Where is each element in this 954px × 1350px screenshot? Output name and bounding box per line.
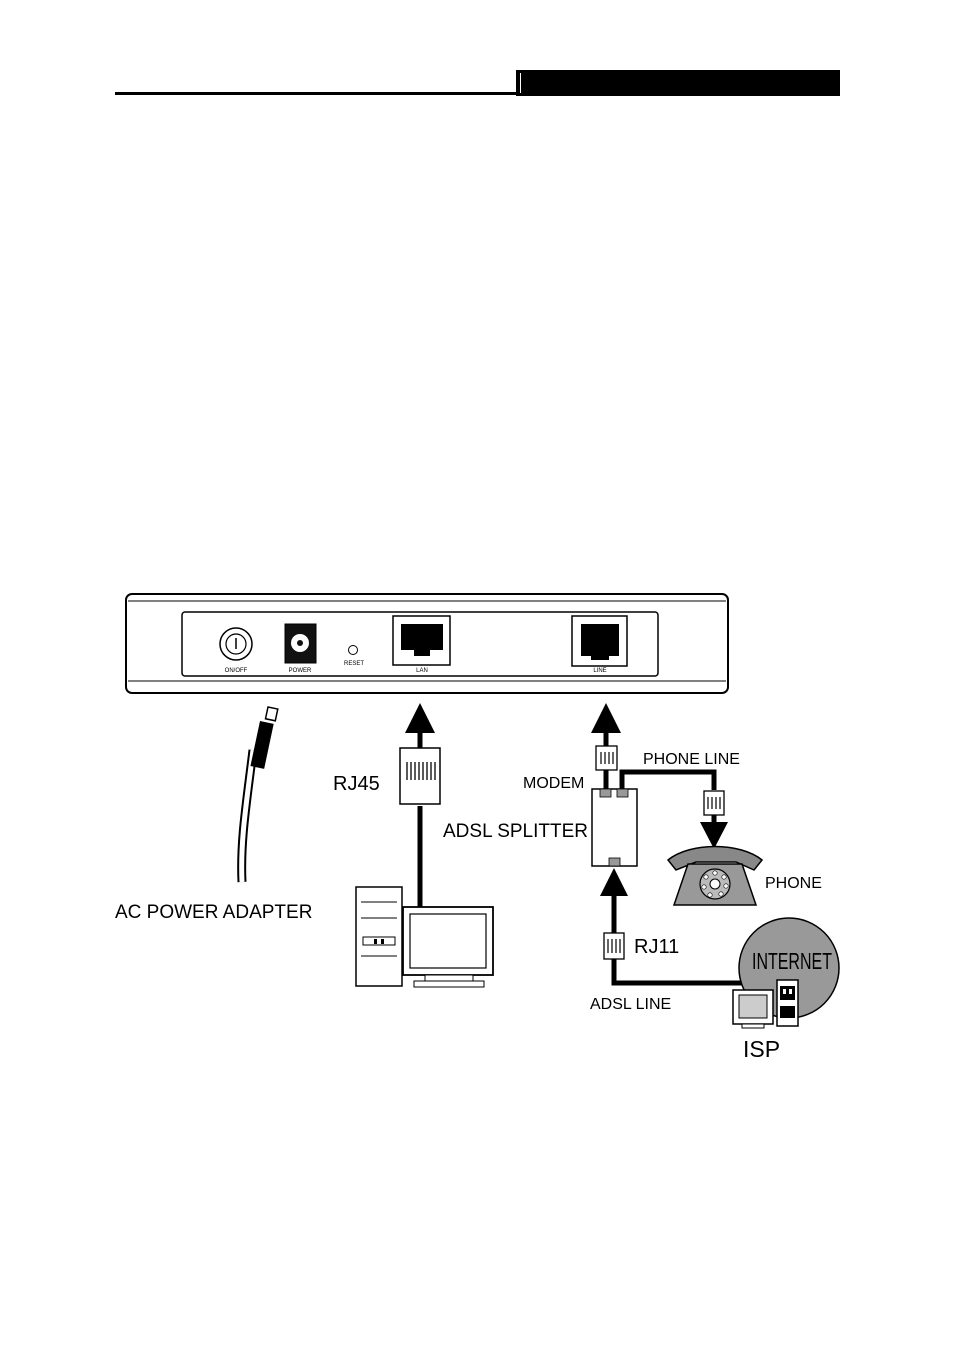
rj11-connector-adsl-icon <box>604 933 624 959</box>
adsl-splitter-label: ADSL SPLITTER <box>443 821 588 842</box>
rj11-connector-phone-icon <box>704 791 724 815</box>
modem-label: MODEM <box>523 775 584 792</box>
line-label: LINE <box>593 668 606 674</box>
power-label: POWER <box>289 668 312 674</box>
lan-port <box>393 616 450 665</box>
phone-line-label: PHONE LINE <box>643 751 740 768</box>
lan-cable <box>405 703 435 908</box>
rj11-connector-modem-icon <box>596 746 617 770</box>
line-port <box>572 616 627 666</box>
reset-label: RESET <box>344 661 364 667</box>
internet-label: INTERNET <box>752 949 832 975</box>
adsl-line-label: ADSL LINE <box>590 996 671 1013</box>
telephone-icon <box>668 847 762 906</box>
isp-label: ISP <box>743 1036 780 1062</box>
rj45-label: RJ45 <box>333 773 380 795</box>
ac-power-adapter-label: AC POWER ADAPTER <box>115 902 312 923</box>
phone-label: PHONE <box>765 875 822 892</box>
ac-power-adapter-cable <box>242 707 278 882</box>
reset-button <box>349 646 358 655</box>
lan-arrow-icon <box>405 703 435 733</box>
rj45-connector-icon <box>400 748 440 804</box>
onoff-switch <box>220 628 252 660</box>
lan-label: LAN <box>416 668 428 674</box>
phone-line-arrow-icon <box>700 822 728 849</box>
computer-icon <box>356 887 493 987</box>
power-jack <box>285 624 316 663</box>
adsl-line-arrow-icon <box>600 868 628 896</box>
modem-arrow-icon <box>591 703 621 733</box>
onoff-label: ON/OFF <box>225 668 248 674</box>
adsl-splitter-icon <box>592 789 637 866</box>
rj11-label: RJ11 <box>634 936 679 958</box>
